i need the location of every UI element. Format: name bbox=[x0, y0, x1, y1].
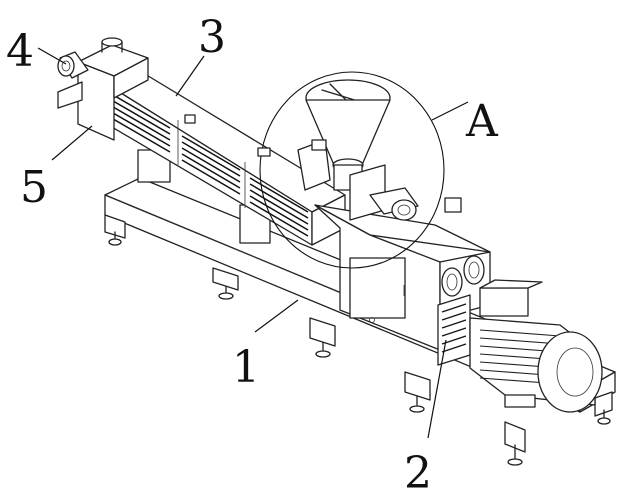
feed-end-box bbox=[57, 37, 149, 141]
foot bbox=[108, 231, 122, 246]
main-motor bbox=[469, 279, 603, 413]
leader-5 bbox=[51, 125, 93, 161]
vent-grille-1 bbox=[107, 91, 171, 153]
leader-4 bbox=[37, 47, 67, 65]
callout-2: 2 bbox=[404, 448, 432, 499]
foot bbox=[507, 444, 523, 466]
callout-1: 1 bbox=[232, 342, 260, 393]
side-feeder bbox=[349, 164, 419, 221]
leader-lines bbox=[37, 47, 469, 439]
leader-1 bbox=[254, 299, 299, 333]
gearbox-ports bbox=[441, 255, 485, 297]
vent-grilles bbox=[107, 91, 309, 237]
callout-4: 4 bbox=[6, 26, 34, 77]
vent-grille-2 bbox=[181, 135, 241, 195]
callout-5: 5 bbox=[20, 162, 48, 213]
support-feet bbox=[108, 231, 611, 466]
callout-3: 3 bbox=[198, 12, 226, 63]
leader-a bbox=[431, 101, 469, 121]
callout-a: A bbox=[465, 96, 499, 147]
feed-motor bbox=[57, 51, 89, 79]
foot bbox=[597, 409, 611, 425]
barrel-supports bbox=[137, 149, 271, 244]
callout-labels: 1 2 3 4 5 A bbox=[6, 12, 499, 499]
fittings bbox=[184, 114, 462, 213]
leader-2 bbox=[427, 339, 447, 439]
feed-hopper bbox=[297, 79, 391, 191]
leader-3 bbox=[175, 55, 205, 97]
detail-circle-a bbox=[259, 71, 445, 269]
vent-grille-3 bbox=[249, 177, 309, 237]
